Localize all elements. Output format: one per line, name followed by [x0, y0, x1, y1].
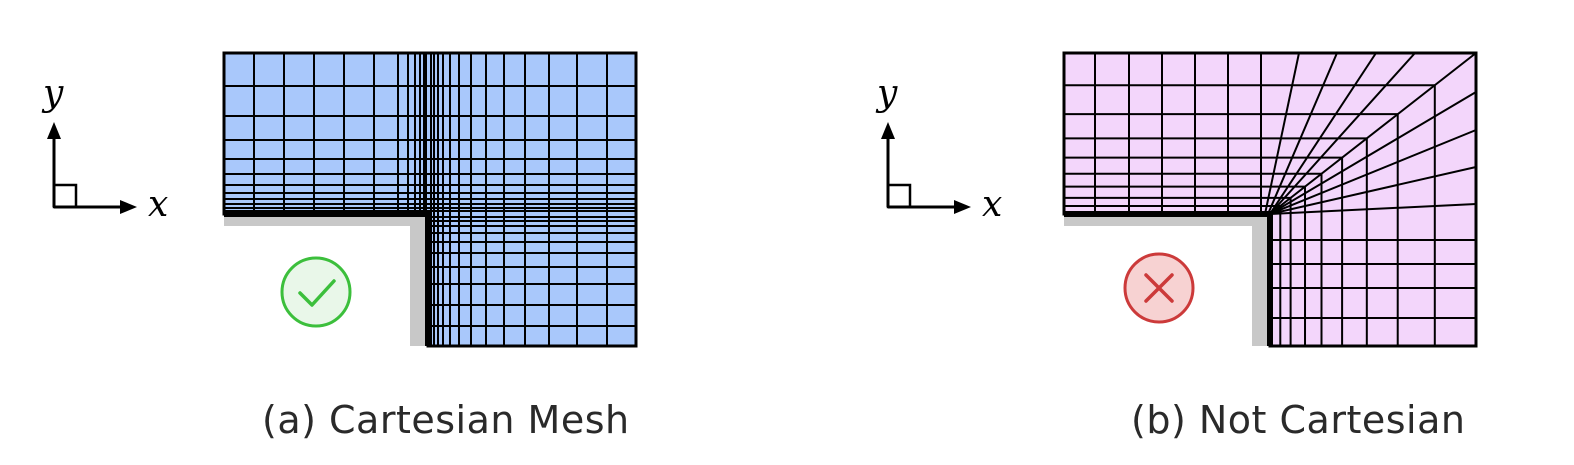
- mesh-line: [1269, 91, 1477, 215]
- x-axis-label: x: [148, 184, 168, 225]
- cartesian-mesh: [222, 51, 638, 348]
- wall-boundary: [1064, 211, 1273, 346]
- mesh-line: [1264, 52, 1300, 215]
- check-icon: [298, 279, 336, 307]
- mesh-line: [1267, 52, 1338, 215]
- cross-icon: [1144, 273, 1174, 303]
- mesh-fill: [1064, 53, 1476, 346]
- mesh-line: [1269, 52, 1477, 215]
- curvilinear-mesh: [1062, 51, 1478, 348]
- mesh-line: [1269, 52, 1377, 215]
- cartesian-mesh-figure: y x: [41, 51, 638, 348]
- coordinate-axes: y x: [875, 73, 1002, 225]
- check-badge: [280, 256, 352, 328]
- mesh-line: [1269, 52, 1416, 215]
- wall-boundary: [224, 211, 431, 346]
- coordinate-axes: y x: [41, 73, 168, 225]
- mesh-line: [1269, 166, 1477, 215]
- panel-not-cartesian: y x (b) Not Cartesian: [787, 0, 1574, 461]
- x-axis-label: x: [982, 184, 1002, 225]
- mesh-line: [1269, 203, 1477, 215]
- non-cartesian-mesh-figure: y x: [875, 51, 1478, 348]
- caption-a: (a) Cartesian Mesh: [262, 398, 630, 442]
- y-axis-label: y: [875, 73, 898, 114]
- cross-badge: [1123, 252, 1195, 324]
- mesh-line: [1269, 129, 1477, 215]
- caption-b: (b) Not Cartesian: [1131, 398, 1466, 442]
- panel-cartesian-mesh: y x (a) Cartesian Mesh: [0, 0, 787, 461]
- y-axis-label: y: [41, 73, 64, 114]
